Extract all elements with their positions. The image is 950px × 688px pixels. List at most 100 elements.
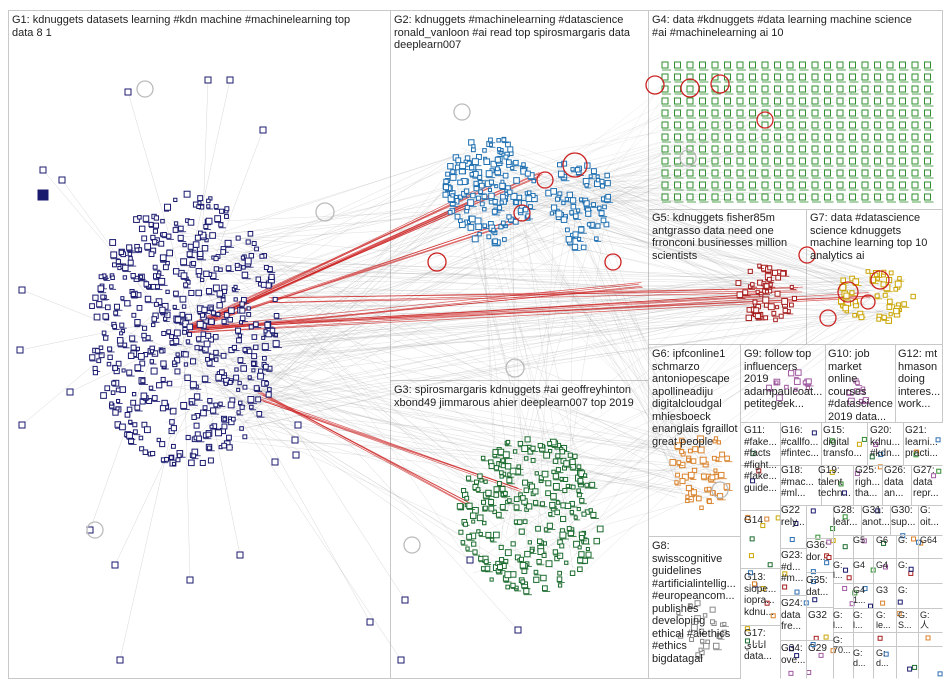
node xyxy=(464,495,470,501)
node xyxy=(799,73,806,81)
node xyxy=(93,313,101,321)
node xyxy=(496,138,501,143)
node xyxy=(924,97,931,105)
node xyxy=(599,183,605,189)
node xyxy=(767,303,775,311)
node xyxy=(799,157,806,165)
node xyxy=(238,320,244,325)
node xyxy=(96,358,102,364)
node xyxy=(911,169,919,177)
node xyxy=(187,332,192,337)
node xyxy=(496,147,502,152)
node xyxy=(836,109,844,117)
node xyxy=(174,316,182,323)
node xyxy=(712,642,720,650)
node xyxy=(465,475,472,481)
node xyxy=(233,297,238,302)
node xyxy=(122,342,128,348)
node xyxy=(699,181,706,189)
edge xyxy=(589,137,721,214)
node xyxy=(761,169,769,177)
node xyxy=(495,511,502,518)
node xyxy=(878,451,884,457)
edge xyxy=(584,209,678,466)
node xyxy=(570,167,575,172)
node xyxy=(516,464,521,469)
node xyxy=(256,411,263,417)
edge xyxy=(504,104,781,201)
node xyxy=(849,145,856,153)
node xyxy=(265,391,272,398)
node xyxy=(557,583,563,588)
node xyxy=(196,435,202,442)
node xyxy=(179,295,187,303)
node xyxy=(163,316,168,321)
node xyxy=(496,481,502,487)
node xyxy=(901,301,907,307)
node xyxy=(499,200,504,205)
node xyxy=(937,671,943,677)
node xyxy=(135,346,140,351)
edge xyxy=(248,315,892,401)
edge xyxy=(241,242,715,479)
node xyxy=(138,225,146,233)
node xyxy=(143,426,151,434)
edge xyxy=(192,368,473,469)
node xyxy=(116,337,124,344)
node xyxy=(736,133,744,141)
node xyxy=(716,440,722,445)
node xyxy=(763,315,769,321)
edge xyxy=(235,195,474,414)
node xyxy=(201,306,208,313)
nodes xyxy=(16,61,943,677)
node xyxy=(555,210,563,218)
node xyxy=(494,166,500,172)
edge xyxy=(232,305,788,309)
node xyxy=(786,85,794,93)
node xyxy=(886,85,894,93)
node xyxy=(110,275,115,281)
node xyxy=(774,145,781,153)
node xyxy=(197,195,204,202)
edge xyxy=(194,273,406,601)
node xyxy=(774,380,779,385)
node xyxy=(236,551,244,559)
node xyxy=(567,452,573,458)
edge xyxy=(213,371,696,483)
node xyxy=(767,265,773,271)
node xyxy=(499,470,504,475)
edge xyxy=(559,224,684,495)
node xyxy=(124,300,131,307)
node xyxy=(545,490,551,497)
node xyxy=(262,363,269,370)
node xyxy=(686,169,694,177)
edge xyxy=(233,308,770,431)
node xyxy=(661,133,669,141)
node xyxy=(140,392,148,400)
node xyxy=(869,454,875,460)
node xyxy=(248,324,254,330)
node xyxy=(239,315,246,321)
node xyxy=(786,181,794,189)
node xyxy=(464,155,471,161)
self-loop xyxy=(315,202,335,222)
node xyxy=(260,281,267,288)
node xyxy=(208,353,215,360)
edge xyxy=(581,197,880,273)
node xyxy=(166,249,173,257)
node xyxy=(674,181,681,189)
node xyxy=(661,97,669,105)
node xyxy=(570,203,577,210)
node xyxy=(799,97,806,105)
edge xyxy=(550,295,777,547)
node xyxy=(499,474,504,479)
node xyxy=(239,404,245,410)
node xyxy=(536,559,542,565)
node xyxy=(694,615,701,622)
node xyxy=(213,402,219,408)
node xyxy=(473,180,479,187)
node xyxy=(736,121,744,129)
node xyxy=(811,145,819,153)
node xyxy=(165,289,170,295)
node xyxy=(236,387,241,392)
